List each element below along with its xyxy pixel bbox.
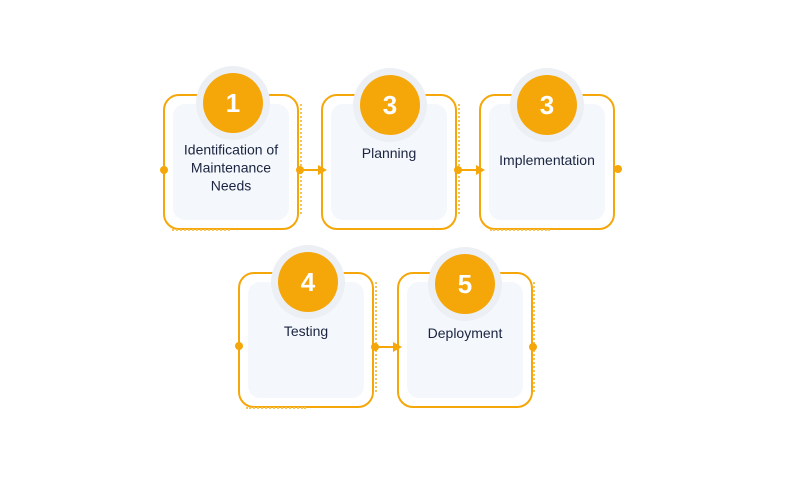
- step-label: Deployment: [427, 324, 503, 341]
- step-badge-ring: 3: [510, 68, 584, 142]
- dotted-line: [246, 407, 306, 409]
- step-badge-ring: 4: [271, 245, 345, 319]
- arrow-icon: [302, 165, 327, 175]
- step-label: Testing: [283, 323, 329, 339]
- dotted-line: [300, 104, 302, 214]
- connector-dot: [235, 342, 243, 350]
- step-number-badge: 3: [517, 75, 577, 135]
- step-badge-ring: 5: [428, 247, 502, 321]
- connector-dot: [614, 165, 622, 173]
- step-number-badge: 4: [278, 252, 338, 312]
- arrow-icon: [377, 342, 402, 352]
- step-label: Identification of Maintenance Needs: [183, 141, 279, 194]
- step-number-badge: 5: [435, 254, 495, 314]
- dotted-line: [490, 229, 550, 231]
- step-card-4: Testing: [238, 272, 374, 408]
- connector-dot: [529, 343, 537, 351]
- connector-dot: [160, 166, 168, 174]
- dotted-line: [533, 282, 535, 392]
- step-number-badge: 3: [360, 75, 420, 135]
- dotted-line: [458, 104, 460, 214]
- dotted-line: [172, 229, 230, 231]
- step-label: Planning: [361, 145, 417, 161]
- arrow-icon: [460, 165, 485, 175]
- step-number-badge: 1: [203, 73, 263, 133]
- connector-dot: [296, 166, 304, 174]
- step-badge-ring: 1: [196, 66, 270, 140]
- connector-dot: [371, 343, 379, 351]
- step-badge-ring: 3: [353, 68, 427, 142]
- step-label: Implementation: [499, 152, 595, 169]
- dotted-line: [375, 282, 377, 392]
- connector-dot: [454, 166, 462, 174]
